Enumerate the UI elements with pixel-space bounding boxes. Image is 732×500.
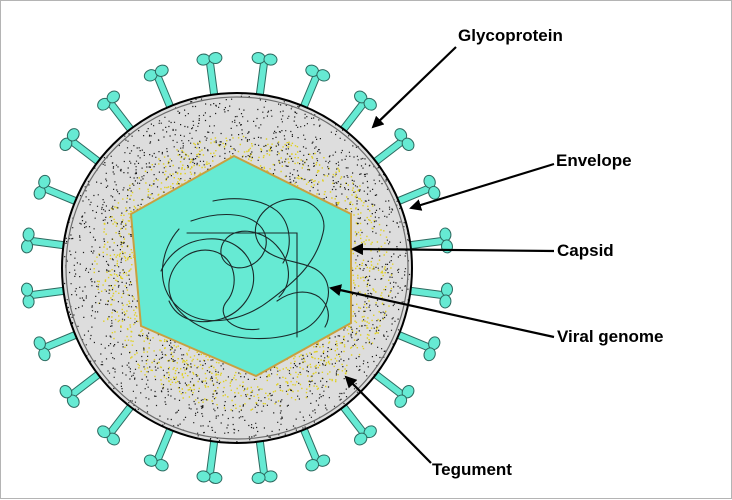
tegument-label: Tegument [432, 461, 512, 478]
envelope-label: Envelope [556, 152, 632, 169]
glycoprotein-arrow [373, 47, 456, 127]
capsid-label: Capsid [557, 242, 614, 259]
tegument-arrow [346, 377, 431, 463]
glycoprotein-label: Glycoprotein [458, 27, 563, 44]
viral-genome-label: Viral genome [557, 328, 663, 345]
